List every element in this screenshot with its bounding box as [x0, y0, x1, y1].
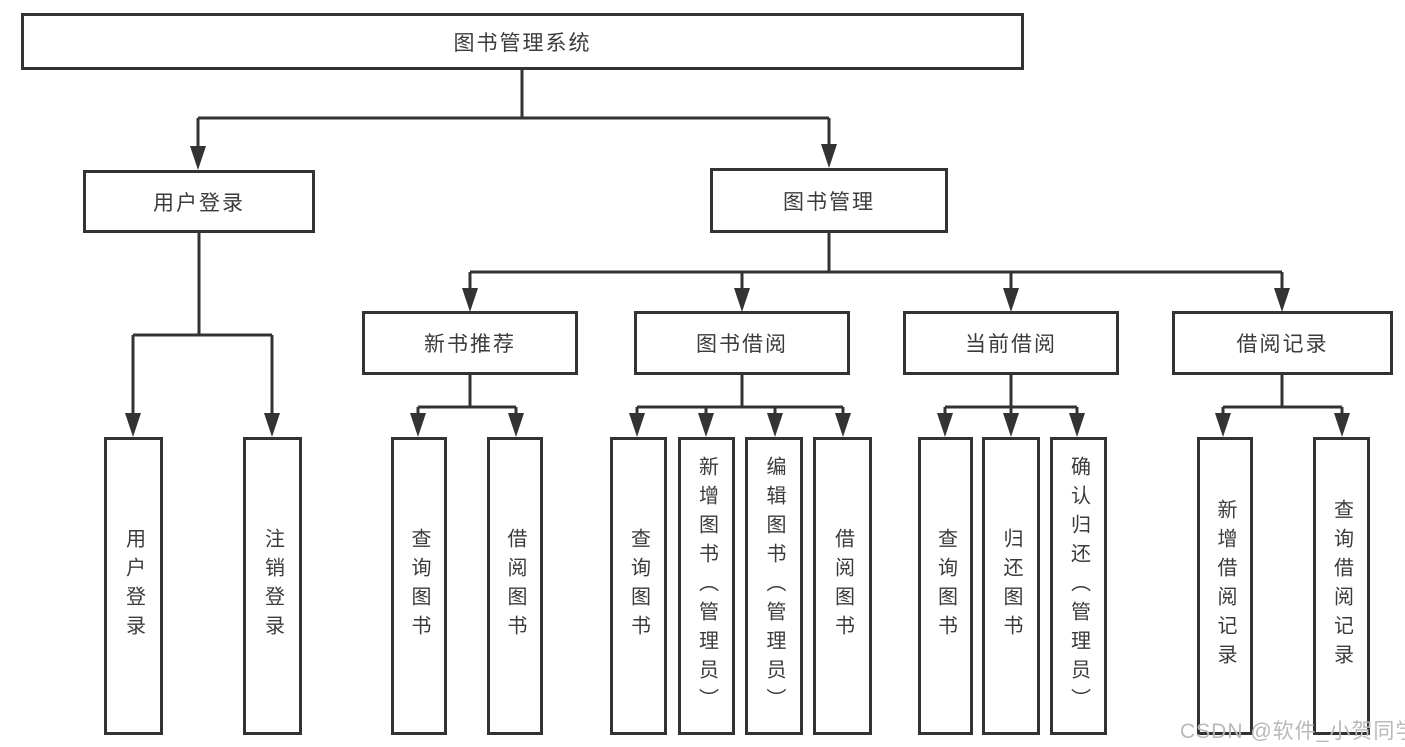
arrow-icon — [125, 413, 141, 437]
arrow-icon — [410, 413, 426, 437]
arrow-icon — [190, 146, 206, 170]
arrow-icon — [629, 413, 645, 437]
leaf-logout: 注销登录 — [243, 437, 302, 735]
arrow-icon — [1003, 413, 1019, 437]
leaf-confirm-return-admin: 确认归还（管理员） — [1050, 437, 1107, 735]
arrow-icon — [462, 288, 478, 312]
watermark-text: CSDN @软件_小贺同学 — [1180, 720, 1405, 743]
arrow-icon — [698, 413, 714, 437]
node-book-management: 图书管理 — [710, 168, 948, 233]
leaf-query-books-1: 查询图书 — [391, 437, 447, 735]
node-label: 新增图书（管理员） — [695, 455, 718, 717]
root-node-system: 图书管理系统 — [21, 13, 1024, 70]
node-label: 新书推荐 — [424, 333, 516, 356]
leaf-add-books-admin: 新增图书（管理员） — [678, 437, 735, 735]
arrow-icon — [1003, 288, 1019, 312]
connector-root — [196, 70, 831, 148]
arrow-icon — [508, 413, 524, 437]
node-label: 图书借阅 — [696, 333, 788, 356]
arrow-icon — [1334, 413, 1350, 437]
node-label: 当前借阅 — [965, 333, 1057, 356]
node-label: 归还图书 — [1000, 528, 1022, 644]
leaf-user-login: 用户登录 — [104, 437, 163, 735]
connector-book-management — [468, 233, 1284, 290]
node-label: 查询图书 — [627, 528, 650, 644]
arrow-icon — [767, 413, 783, 437]
node-label: 确认归还（管理员） — [1067, 455, 1090, 717]
connector-borrow-records — [1221, 375, 1344, 414]
leaf-borrow-books-2: 借阅图书 — [813, 437, 872, 735]
node-label: 查询借阅记录 — [1330, 499, 1353, 673]
arrow-icon — [821, 144, 837, 168]
node-user-login: 用户登录 — [83, 170, 315, 233]
leaf-edit-books-admin: 编辑图书（管理员） — [745, 437, 803, 735]
node-label: 查询图书 — [934, 528, 957, 644]
arrow-icon — [264, 413, 280, 437]
node-label: 新增借阅记录 — [1214, 499, 1236, 673]
connector-book-borrow — [635, 375, 845, 414]
arrow-icon — [1215, 413, 1231, 437]
node-label: 用户登录 — [122, 528, 145, 644]
node-label: 借阅图书 — [831, 528, 854, 644]
connector-user-login — [131, 233, 274, 415]
connector-new-book — [416, 375, 518, 414]
node-new-book-recommend: 新书推荐 — [362, 311, 578, 375]
arrow-icon — [937, 413, 953, 437]
leaf-return-books: 归还图书 — [982, 437, 1040, 735]
leaf-query-books-2: 查询图书 — [610, 437, 667, 735]
leaf-borrow-books-1: 借阅图书 — [487, 437, 543, 735]
node-borrow-records: 借阅记录 — [1172, 311, 1393, 375]
node-label: 查询图书 — [408, 528, 430, 644]
arrow-icon — [734, 288, 750, 312]
node-label: 编辑图书（管理员） — [763, 455, 785, 717]
arrow-icon — [835, 413, 851, 437]
leaf-add-borrow-record: 新增借阅记录 — [1197, 437, 1253, 735]
arrow-icon — [1274, 288, 1290, 312]
node-book-borrow: 图书借阅 — [634, 311, 850, 375]
node-label: 注销登录 — [261, 528, 284, 644]
node-current-borrow: 当前借阅 — [903, 311, 1119, 375]
connector-current-borrow — [943, 375, 1079, 414]
node-label: 图书管理 — [783, 190, 875, 214]
node-label: 用户登录 — [153, 191, 245, 215]
leaf-query-books-3: 查询图书 — [918, 437, 973, 735]
leaf-query-borrow-record: 查询借阅记录 — [1313, 437, 1370, 735]
node-label: 借阅记录 — [1236, 333, 1329, 356]
arrow-icon — [1069, 413, 1085, 437]
node-label: 借阅图书 — [504, 528, 526, 644]
node-label: 图书管理系统 — [453, 31, 592, 55]
